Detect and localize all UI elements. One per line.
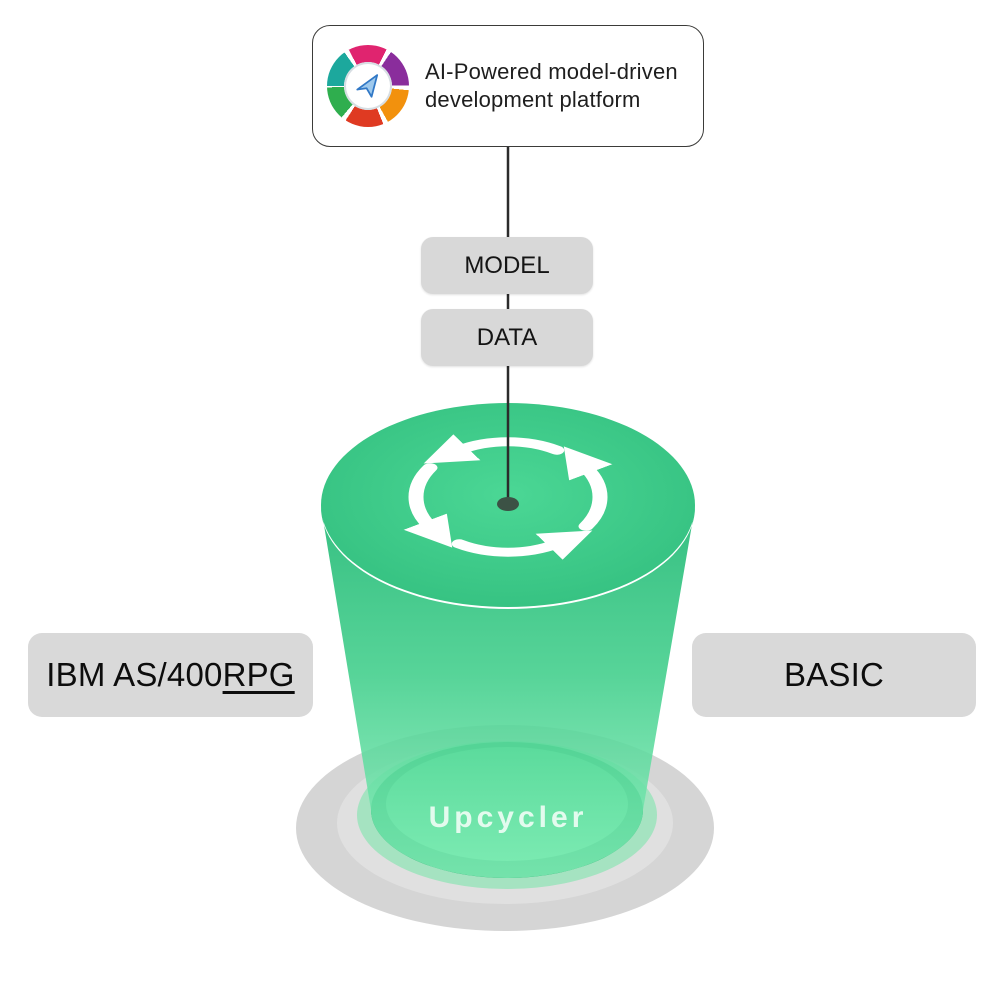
upcycler-label: Upcycler — [429, 801, 588, 834]
card-title: AI-Powered model-driven development plat… — [425, 58, 678, 114]
source-left-prefix: IBM AS/400 — [46, 656, 223, 693]
data-box-label: DATA — [476, 323, 538, 351]
data-box: DATA — [421, 309, 593, 366]
connector-end-dot — [497, 497, 519, 511]
source-left-underlined: RPG — [222, 656, 295, 693]
funnel-body — [321, 507, 695, 878]
source-label-left: IBM AS/400 RPG — [28, 633, 313, 717]
card-title-line1: AI-Powered model-driven — [425, 59, 678, 84]
paper-plane-glyph — [356, 74, 379, 98]
model-box: MODEL — [421, 237, 593, 294]
model-box-label: MODEL — [464, 251, 550, 279]
platform-logo-ring-icon — [327, 45, 409, 127]
source-label-right: BASIC — [692, 633, 976, 717]
card-title-line2: development platform — [425, 87, 641, 112]
source-right-label: BASIC — [783, 656, 885, 693]
header-card: AI-Powered model-driven development plat… — [312, 25, 704, 147]
paper-plane-compass-icon — [344, 62, 392, 110]
